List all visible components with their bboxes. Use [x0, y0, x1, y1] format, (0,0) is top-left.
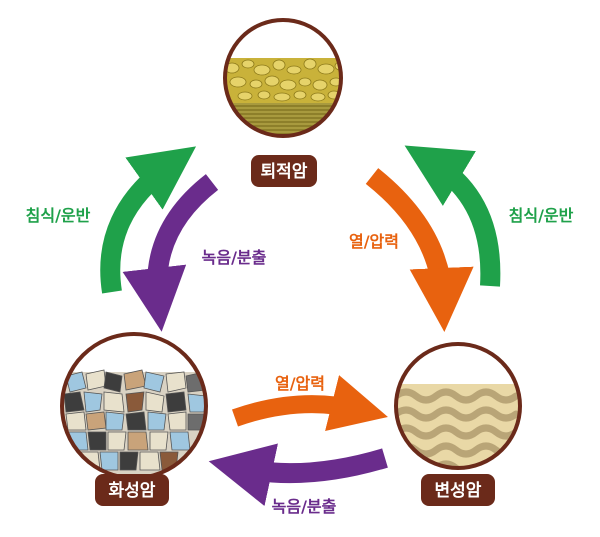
heat-arrow-right [365, 168, 474, 332]
erosion-label-right: 침식/운반 [509, 206, 574, 225]
heat-label-bottom: 열/압력 [275, 374, 325, 393]
metamorphic-rock-image [394, 342, 522, 470]
melting-arrow-left [122, 174, 219, 332]
erosion-label-left: 침식/운반 [26, 206, 91, 225]
igneous-rock-image [60, 332, 208, 480]
melting-label-bottom: 녹음/분출 [272, 497, 337, 516]
metamorphic-label: 변성암 [435, 481, 482, 501]
metamorphic-label-box [421, 474, 495, 506]
heat-label-right: 열/압력 [349, 232, 399, 251]
sedimentary-label-box [251, 155, 317, 187]
erosion-arrow-left [100, 146, 197, 294]
sedimentary-rock-image [223, 18, 343, 138]
igneous-label: 화성암 [109, 481, 156, 501]
melting-arrow-bottom [208, 443, 388, 507]
erosion-arrow-right [404, 145, 501, 287]
sedimentary-label: 퇴적암 [261, 162, 308, 182]
melting-label-left: 녹음/분출 [202, 248, 267, 267]
heat-arrow-bottom [231, 375, 388, 431]
igneous-label-box [95, 474, 169, 506]
